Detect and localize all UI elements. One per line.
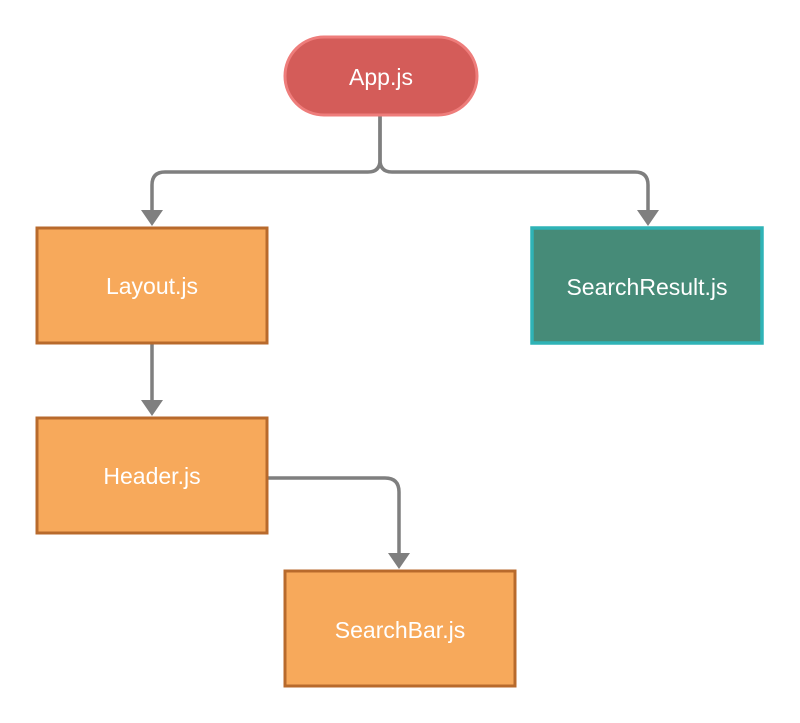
node-layout[interactable]: Layout.js [35,226,269,345]
node-search-result[interactable]: SearchResult.js [530,226,764,345]
node-app[interactable]: App.js [283,35,479,117]
arrowhead-layout [141,210,163,226]
edge-app-to-layout [150,113,382,214]
node-search-result-shape [530,226,764,345]
node-search-bar[interactable]: SearchBar.js [283,569,517,688]
arrowhead-search-result [637,210,659,226]
node-layout-label: Layout.js [106,273,198,299]
node-search-result-label: SearchResult.js [566,274,727,300]
arrowhead-search-bar [388,553,410,569]
node-app-shape [283,35,479,117]
node-app-label: App.js [349,64,413,90]
node-layout-shape [35,226,269,345]
node-search-bar-label: SearchBar.js [335,617,465,643]
node-header-shape [35,416,269,535]
node-header[interactable]: Header.js [35,416,269,535]
arrowhead-header [141,400,163,416]
node-header-label: Header.js [103,463,200,489]
edge-header-to-search-bar [265,476,401,557]
edge-app-to-search-result [378,113,650,214]
node-search-bar-shape [283,569,517,688]
